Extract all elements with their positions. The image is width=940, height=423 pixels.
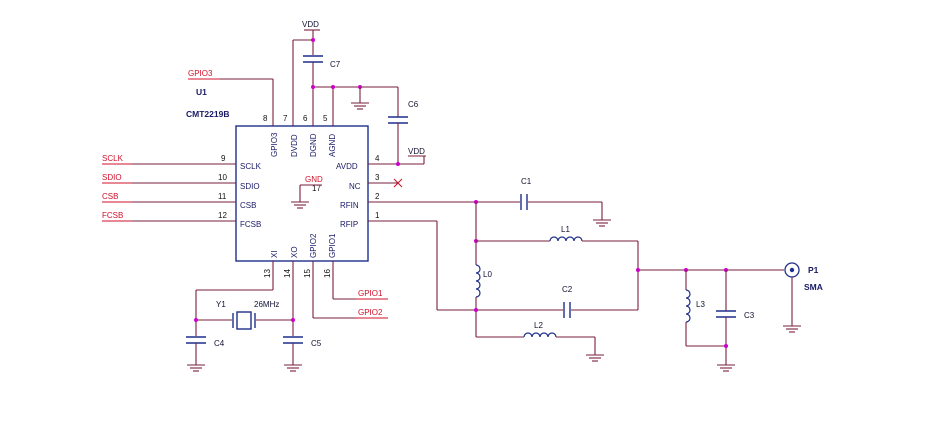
label-c1: C1	[521, 177, 532, 186]
pin-num-15: 15	[303, 269, 312, 278]
pin-num-13: 13	[263, 269, 272, 278]
net-label-gpio1: GPIO1	[358, 289, 383, 298]
pin-num-14: 14	[283, 269, 292, 278]
net-label-fcsb: FCSB	[102, 211, 123, 220]
pin-name-xi: XI	[270, 250, 279, 258]
pin-num-16: 16	[323, 269, 332, 278]
net-label-vdd-top: VDD	[302, 20, 319, 29]
pin-name-rfip: RFIP	[340, 220, 358, 229]
pin-name-gpio3: GPIO3	[270, 132, 279, 157]
chip-u1-body	[235, 125, 369, 262]
pin-name-xo: XO	[290, 246, 299, 258]
net-label-gpio2: GPIO2	[358, 308, 383, 317]
pin-name-fcsb: FCSB	[240, 220, 261, 229]
pin-num-12: 12	[218, 211, 227, 220]
label-y1-value: 26MHz	[254, 300, 279, 309]
pin-name-nc: NC	[349, 182, 361, 191]
pin-name-avdd: AVDD	[336, 162, 358, 171]
label-l1: L1	[561, 225, 570, 234]
net-label-sdio: SDIO	[102, 173, 122, 182]
pin-name-dvdd: DVDD	[290, 134, 299, 157]
net-label-sclk: SCLK	[102, 154, 124, 163]
label-l0: L0	[483, 270, 492, 279]
pin-name-gpio2: GPIO2	[309, 233, 318, 258]
pin-name-gpio1: GPIO1	[328, 233, 337, 258]
label-p1: P1	[808, 265, 819, 275]
chip-part-number: CMT2219B	[186, 109, 229, 119]
label-l3: L3	[696, 300, 705, 309]
label-l2: L2	[534, 321, 543, 330]
net-label-csb: CSB	[102, 192, 118, 201]
label-c3: C3	[744, 311, 755, 320]
label-p1-type: SMA	[804, 282, 823, 292]
pin-num-7: 7	[283, 114, 288, 123]
label-y1: Y1	[216, 300, 226, 309]
pin-name-rfin: RFIN	[340, 201, 359, 210]
pin-num-10: 10	[218, 173, 227, 182]
pin-num-2: 2	[375, 192, 380, 201]
pin-num-9: 9	[221, 154, 226, 163]
label-c6: C6	[408, 100, 419, 109]
label-c7: C7	[330, 60, 341, 69]
pin-name-dgnd: DGND	[309, 133, 318, 157]
pin-num-3: 3	[375, 173, 380, 182]
label-c4: C4	[214, 339, 225, 348]
pin-num-8: 8	[263, 114, 268, 123]
pin-num-11: 11	[218, 192, 227, 201]
net-label-gnd: GND	[305, 175, 323, 184]
pin-name-agnd: AGND	[328, 134, 337, 157]
pin-num-17: 17	[312, 184, 321, 193]
pin-num-5: 5	[323, 114, 328, 123]
pin-num-6: 6	[303, 114, 308, 123]
chip-ref: U1	[196, 87, 207, 97]
pin-name-csb: CSB	[240, 201, 256, 210]
net-label-gpio3: GPIO3	[188, 69, 213, 78]
pin-num-4: 4	[375, 154, 380, 163]
label-c5: C5	[311, 339, 322, 348]
label-c2: C2	[562, 285, 573, 294]
net-label-vdd-right: VDD	[408, 147, 425, 156]
pin-name-sdio: SDIO	[240, 182, 260, 191]
pin-name-sclk: SCLK	[240, 162, 262, 171]
pin-num-1: 1	[375, 211, 380, 220]
